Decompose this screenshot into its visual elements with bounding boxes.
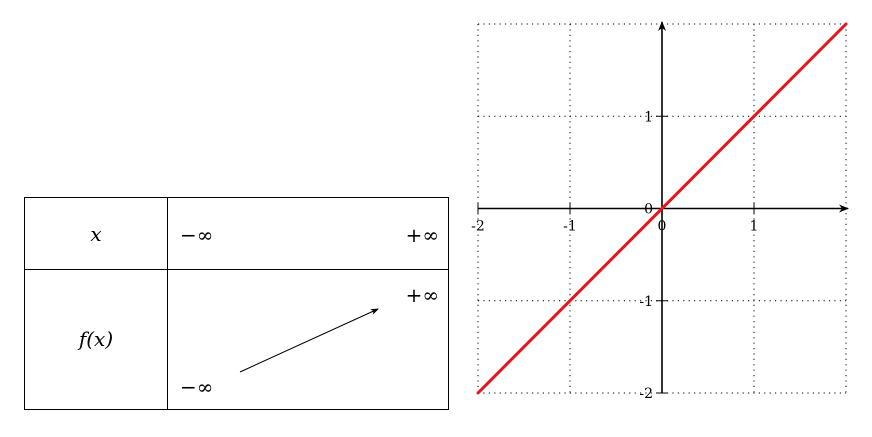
x-tick-label: 0 [658,219,667,235]
series-line [476,22,848,395]
series-layer [476,22,848,395]
x-tick-label: -1 [563,219,577,235]
y-tick-label: 0 [644,202,653,218]
table-f-start: −∞ [180,375,213,399]
x-tick-label: 1 [750,219,759,235]
tick-labels: -2 -1 0 1 1 0 -1 -2 [471,109,758,402]
y-tick-label: -1 [639,294,653,310]
table-header-x-label: x [90,222,101,246]
table-border [24,197,449,410]
table-increase-arrow [239,308,379,373]
variation-table: x −∞ +∞ f(x) +∞ −∞ [24,197,449,410]
function-plot: -2 -1 0 1 1 0 -1 -2 [471,21,849,402]
table-x-end: +∞ [406,223,439,247]
x-tick-label: -2 [471,219,485,235]
y-tick-label: -2 [639,386,653,402]
table-x-start: −∞ [180,223,213,247]
y-tick-label: 1 [644,109,653,125]
table-function-label: f(x) [77,327,113,351]
table-f-end: +∞ [406,283,439,307]
